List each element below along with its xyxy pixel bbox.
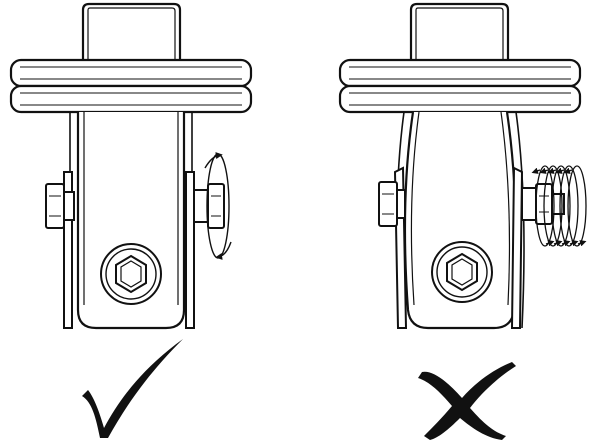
hex-socket-bolt bbox=[431, 241, 493, 303]
bolt-head-left bbox=[45, 183, 75, 229]
bolt-head-left bbox=[378, 181, 406, 227]
t-handle bbox=[9, 2, 253, 114]
panel-correct bbox=[9, 2, 253, 438]
nut-right bbox=[193, 183, 225, 229]
nut-right bbox=[521, 183, 565, 225]
panel-incorrect bbox=[338, 2, 587, 440]
cross-mark-icon bbox=[418, 362, 516, 440]
t-handle bbox=[338, 2, 582, 114]
check-mark-icon bbox=[82, 339, 183, 438]
side-plate-right bbox=[510, 166, 524, 329]
side-plate-right bbox=[185, 171, 195, 329]
hex-socket-bolt bbox=[100, 243, 162, 305]
spiral-rotation-arrow-icon bbox=[531, 165, 587, 247]
rotation-arrow-icon bbox=[204, 152, 232, 260]
